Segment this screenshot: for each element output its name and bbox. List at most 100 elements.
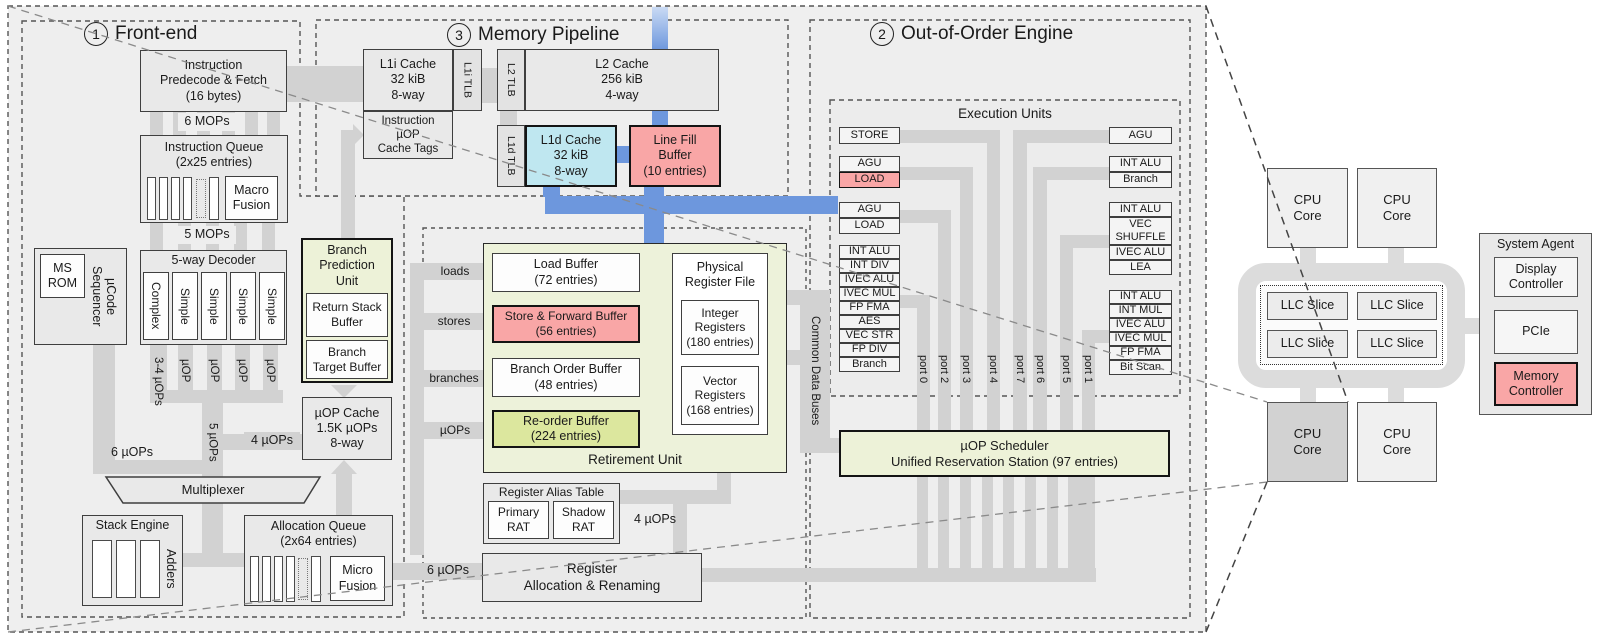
iq-slot (171, 177, 180, 220)
decoder-title: 5-way Decoder (171, 253, 256, 268)
bus-bpu-tags-stem (341, 130, 355, 240)
cpu-core-bottom-right: CPU Core (1357, 402, 1437, 482)
rat-title: Register Alias Table (498, 484, 605, 499)
retirement-unit-label: Retirement Unit (588, 451, 682, 467)
memory-pipeline-title-text: Memory Pipeline (478, 24, 620, 45)
reorder-buffer: Re-order Buffer (224 entries) (492, 410, 640, 448)
shadow-rat: Shadow RAT (553, 501, 614, 539)
multiplexer-label: Multiplexer (181, 482, 245, 498)
bus-ucode-mux (93, 460, 213, 474)
front-end-number-icon: 1 (84, 22, 108, 46)
cpu-core-top-left: CPU Core (1267, 168, 1348, 248)
blue-bus-top (652, 7, 668, 50)
bus-predecode-l1i (287, 66, 363, 102)
iq-slot (209, 177, 219, 220)
exec-p0-ivec-alu: IVEC ALU (839, 273, 900, 287)
iq-slot (183, 177, 192, 220)
bus-mop-6 (267, 111, 280, 136)
l1d-tlb: L1d TLB (497, 125, 525, 187)
bus-port6-down (1025, 477, 1036, 572)
stack-engine-label: Stack Engine (95, 518, 170, 533)
bus-ports-rar-collector (702, 568, 1096, 582)
bus-aq-uopcache-stem (336, 472, 352, 515)
line-fill-buffer: Line Fill Buffer (10 entries) (629, 125, 721, 187)
llc-slice-4: LLC Slice (1357, 330, 1437, 358)
iq-slot (159, 177, 168, 220)
micro-fusion: Micro Fusion (330, 556, 385, 601)
aq-slot-gap (298, 558, 308, 600)
aq-slot (262, 556, 271, 602)
bus-mux-in (202, 400, 223, 478)
label-4-uops-rat: 4 µOPs (634, 512, 676, 527)
exec-p1-ivec-mul: IVEC MUL (1109, 332, 1172, 346)
cpu-core-bottom-left-highlighted: CPU Core (1267, 402, 1348, 482)
bus-port4-down (982, 477, 993, 572)
display-controller: Display Controller (1494, 257, 1578, 297)
label-uop-1: µOP (179, 359, 191, 383)
bus-port4-elbow (900, 130, 1000, 143)
exec-p1-ivec-alu: IVEC ALU (1109, 318, 1172, 332)
decoder-simple-2: Simple (201, 272, 227, 340)
label-branches: branches (429, 371, 479, 386)
exec-load-1: LOAD (839, 172, 900, 188)
label-port-1: port 1 (1082, 354, 1094, 384)
bus-middle-vertical (410, 263, 424, 555)
exec-p0-vec-str: VEC STR (839, 329, 900, 343)
bus-l2tlb-l1dtlb (500, 111, 517, 126)
label-6-uops: 6 µOPs (111, 445, 153, 460)
return-stack-buffer: Return Stack Buffer (306, 293, 388, 337)
bus-port7-down (1003, 477, 1014, 572)
bus-mop-5 (245, 111, 258, 136)
ring-stub-system-agent (1463, 318, 1481, 334)
label-6-mops: 6 MOPs (178, 113, 236, 131)
label-6-uops-out: 6 µOPs (420, 563, 476, 579)
uop-cache: µOP Cache 1.5K µOPs 8-way (302, 397, 392, 460)
label-stores: stores (437, 314, 471, 329)
blue-bus-horizontal (545, 196, 838, 214)
label-port-2: port 2 (938, 354, 950, 384)
decoder-simple-4: Simple (259, 272, 285, 340)
label-uop-3: µOP (236, 359, 248, 383)
bus-port2-v (938, 210, 951, 430)
macro-fusion: Macro Fusion (225, 176, 278, 220)
bus-mop-1 (150, 111, 163, 136)
front-end-title-text: Front-end (115, 23, 198, 44)
label-5-mops: 5 MOPs (178, 226, 236, 244)
iq-slot-gap (196, 179, 206, 218)
branch-target-buffer: Branch Target Buffer (306, 340, 388, 379)
stack-engine-slot (92, 540, 112, 598)
bus-cdb-scheduler (800, 438, 839, 453)
exec-p1-fp-fma: FP FMA (1109, 346, 1172, 360)
aq-slot (286, 556, 295, 602)
label-port-0: port 0 (917, 354, 929, 384)
execution-units-title: Execution Units (958, 105, 1052, 121)
aq-slot (250, 556, 259, 602)
exec-p0-ivec-mul: IVEC MUL (839, 287, 900, 301)
blue-bus-l2-lfb (652, 111, 668, 126)
exec-store: STORE (839, 127, 900, 144)
primary-rat: Primary RAT (488, 501, 549, 539)
ms-rom: MS ROM (40, 254, 85, 298)
register-allocation-renaming: Register Allocation & Renaming (482, 553, 702, 602)
l1d-cache: L1d Cache 32 kiB 8-way (525, 125, 617, 187)
bus-port2-down (938, 477, 949, 572)
exec-p5-int-alu: INT ALU (1109, 202, 1172, 217)
l2-cache: L2 Cache 256 kiB 4-way (525, 49, 719, 111)
exec-p0-int-alu: INT ALU (839, 245, 900, 259)
exec-agu-2: AGU (839, 202, 900, 218)
blue-bus-l1d-lfb (617, 146, 629, 163)
instruction-predecode-fetch: Instruction Predecode & Fetch (16 bytes) (140, 50, 287, 112)
l2-tlb: L2 TLB (497, 49, 525, 111)
arrow-up-uop-cache-icon (331, 460, 357, 474)
decoder-simple-3: Simple (230, 272, 256, 340)
llc-slice-2: LLC Slice (1357, 292, 1437, 320)
ring-stub-top-left (1300, 247, 1316, 265)
system-agent-title: System Agent (1496, 237, 1575, 252)
label-3-4-uops: 3-4 µOPs (152, 356, 164, 406)
front-end-title: 1 Front-end (84, 22, 197, 46)
pcie: PCIe (1494, 310, 1578, 354)
exec-agu-1: AGU (839, 156, 900, 172)
vector-registers: Vector Registers (168 entries) (681, 366, 759, 425)
exec-p1-bit-scan: Bit Scan (1109, 360, 1172, 375)
